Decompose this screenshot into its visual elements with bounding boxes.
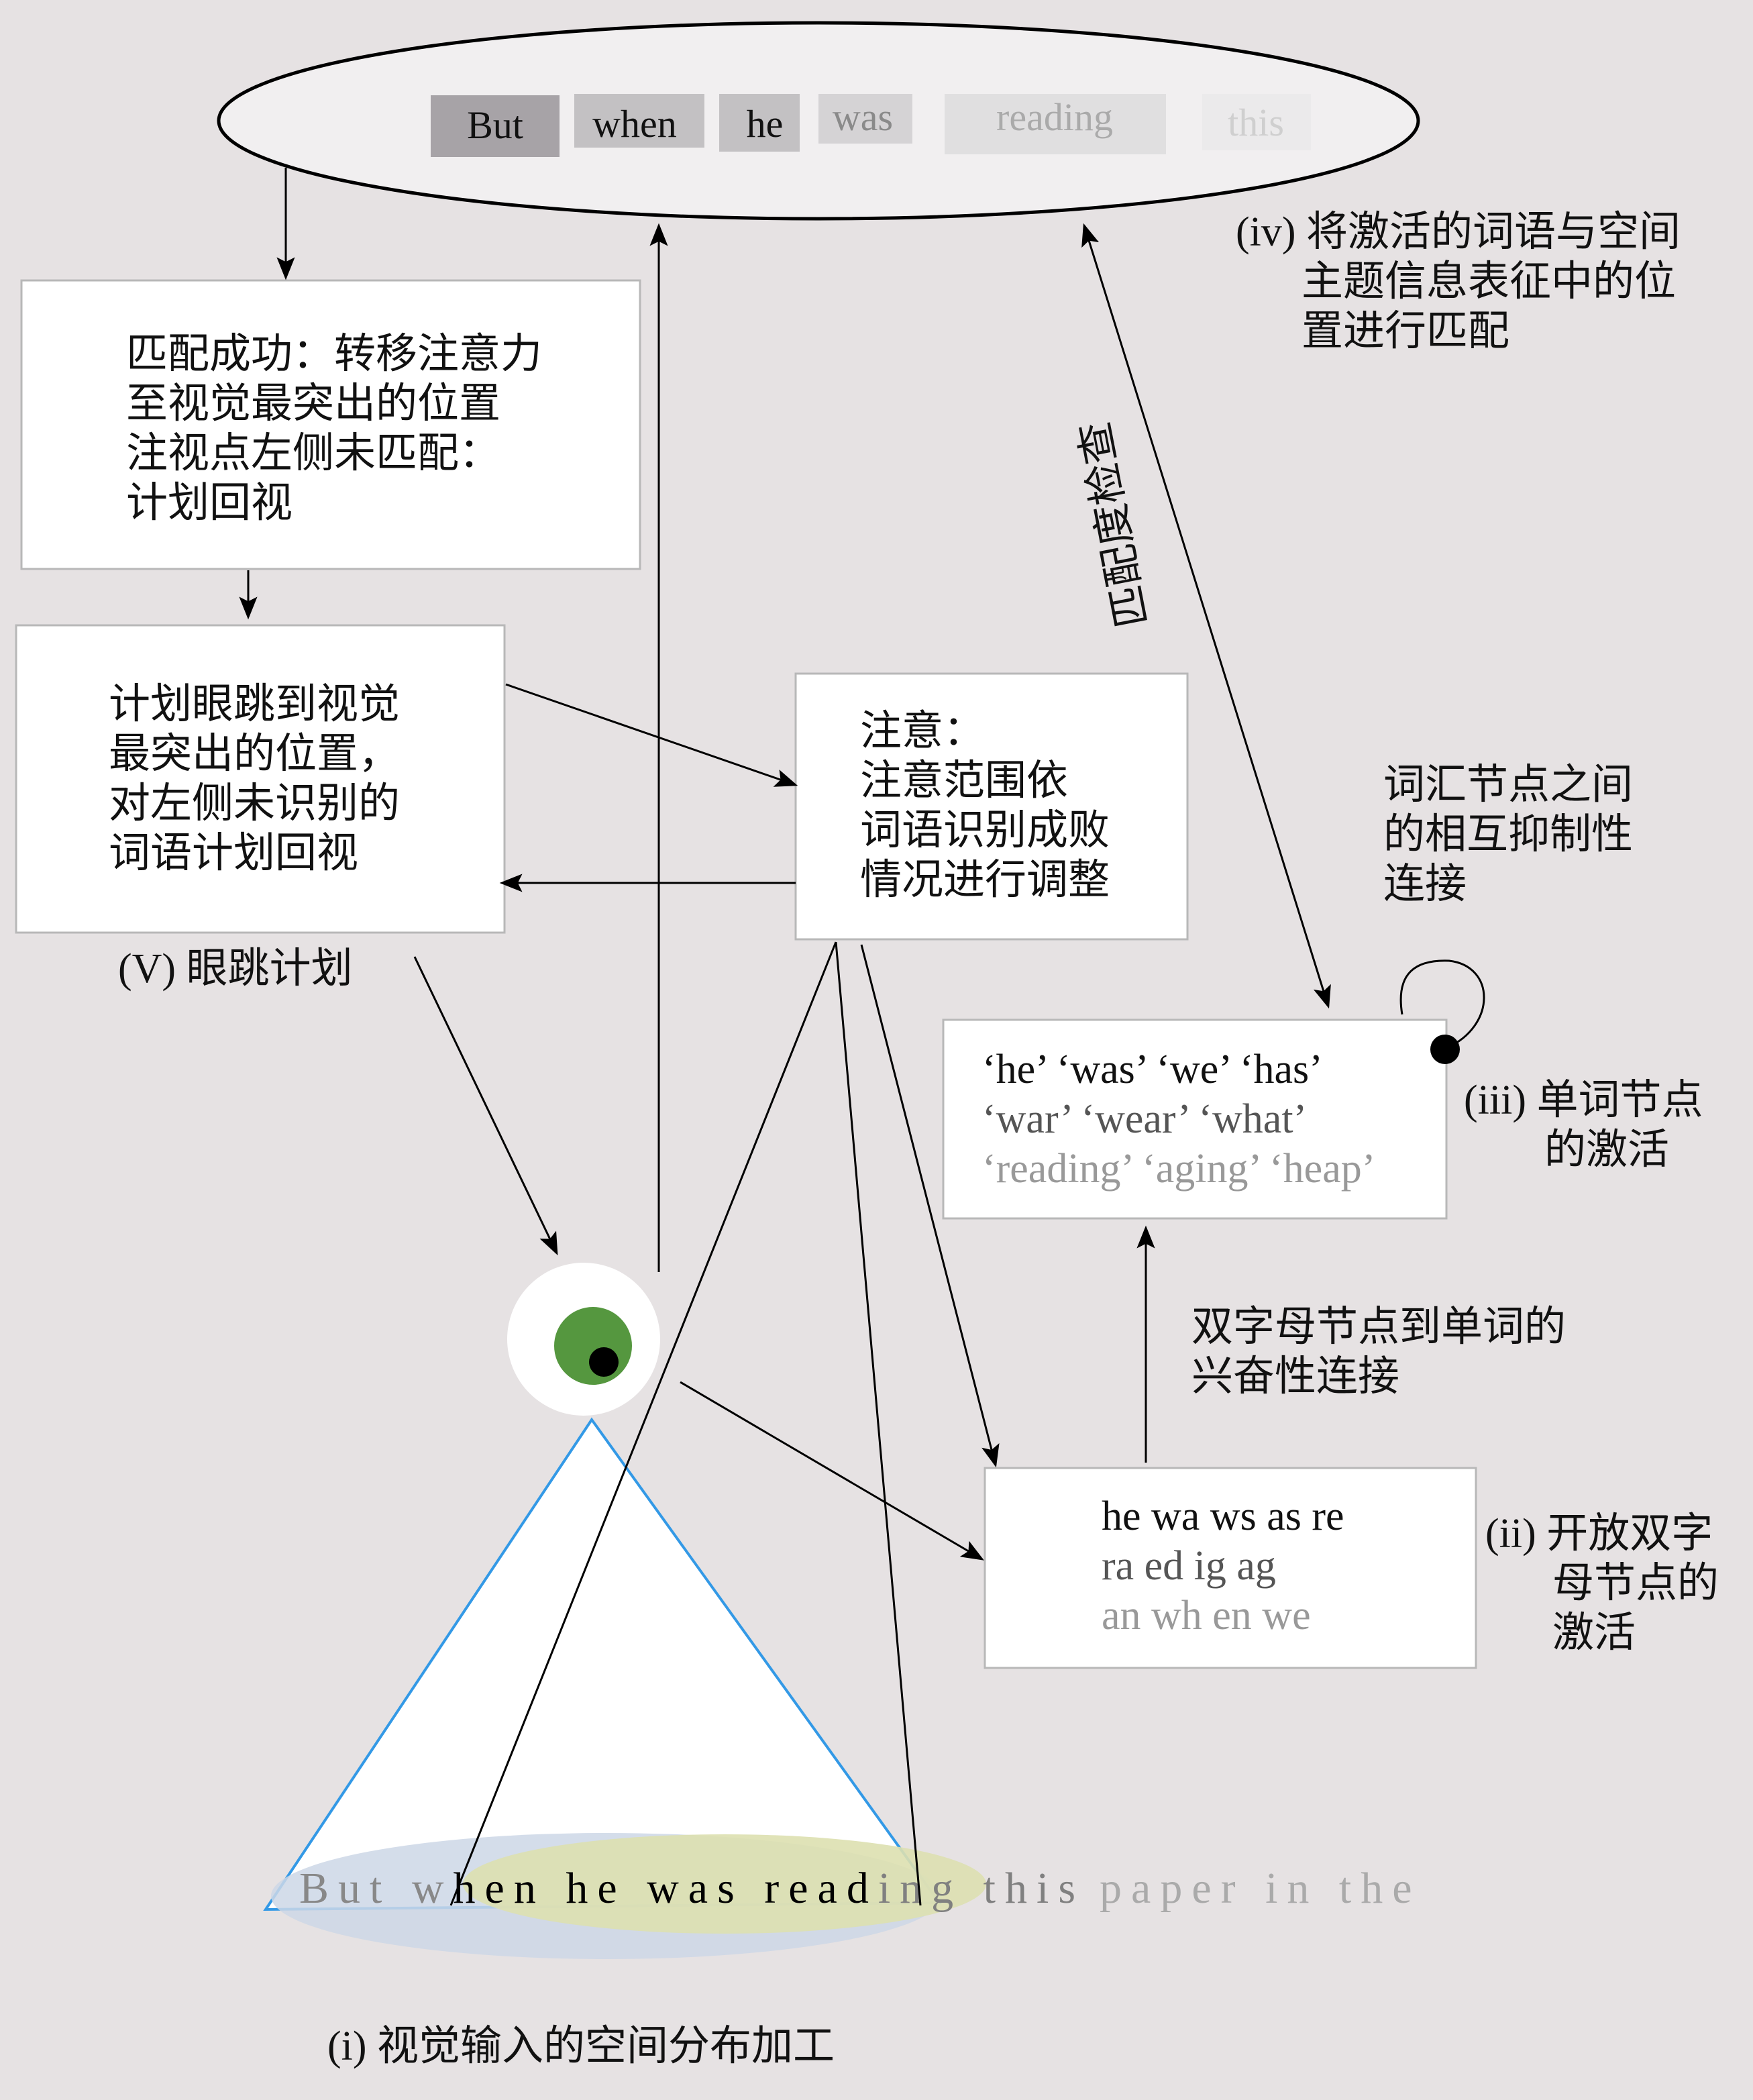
arrow-saccade-to-eye [413, 956, 558, 1256]
text-line: 词语识别成败 [860, 808, 1110, 853]
arrow-saccade-to-attention [505, 683, 798, 787]
text-line: 兴奋性连接 [1191, 1354, 1399, 1400]
sentence-focus: hen he was read [454, 1864, 878, 1913]
saccade-label: (V) 眼跳计划 [118, 946, 353, 992]
word-node-text: ‘he’ ‘was’ ‘we’ ‘has’ ‘war’ ‘wear’ ‘what… [982, 1047, 1375, 1192]
sentence-right: ing this [878, 1864, 1085, 1913]
visual-input-label: (i) 视觉输入的空间分布加工 [327, 2024, 835, 2069]
text-line: 匹配成功：转移注意力 [126, 331, 542, 377]
text-line: (iii) 单词节点 [1464, 1078, 1703, 1123]
text-line: 双字母节点到单词的 [1191, 1304, 1566, 1350]
text-line: 注意范围依 [860, 758, 1068, 804]
word-box-when [574, 94, 704, 148]
inhibition-label: 词汇节点之间 的相互抑制性 连接 [1383, 762, 1633, 907]
text-line: 的激活 [1544, 1127, 1669, 1173]
text-line: 计划眼跳到视觉 [109, 682, 400, 727]
inhibition-dot [1430, 1035, 1460, 1064]
text-line: (ii) 开放双字 [1485, 1511, 1713, 1557]
word-box-he [719, 94, 800, 152]
match-label: (iv) 将激活的词语与空间 主题信息表征中的位 置进行匹配 [1236, 209, 1681, 354]
text-line: 的相互抑制性 [1383, 812, 1633, 857]
text-line: 注意： [860, 708, 985, 754]
attention-span-left [449, 941, 837, 1906]
text-line: 母节点的 [1552, 1561, 1719, 1606]
text-line: 情况进行调整 [860, 857, 1110, 903]
text-line: 主题信息表征中的位 [1302, 259, 1676, 305]
word-he: he [747, 102, 784, 146]
input-sentence: But when he was reading this paper in the [299, 1864, 1422, 1913]
arrow-match-check [1081, 223, 1331, 1009]
bigram-text: he wa ws as re ra ed ig ag an wh en we [1102, 1493, 1344, 1638]
word-when: when [592, 102, 677, 146]
bigram-label: (ii) 开放双字 母节点的 激活 [1485, 1511, 1719, 1656]
attention-focus-ellipse [463, 1834, 986, 1934]
text-line: ‘he’ ‘was’ ‘we’ ‘has’ [982, 1047, 1323, 1092]
word-box-this [1202, 94, 1311, 150]
text-line: 计划回视 [126, 480, 293, 526]
text-line: 激活 [1552, 1610, 1636, 1656]
top-word-row: But when he was reading this [431, 94, 1311, 157]
text-line: an wh en we [1102, 1593, 1311, 1638]
match-success-box [20, 279, 641, 570]
text-line: 最突出的位置， [109, 731, 400, 777]
text-line: 连接 [1383, 861, 1467, 907]
word-box-reading [945, 94, 1166, 154]
attention-span-right [835, 941, 922, 1906]
word-node-box [942, 1018, 1448, 1220]
saccade-plan-box [15, 624, 506, 934]
match-success-text: 匹配成功：转移注意力 至视觉最突出的位置 注视点左侧未匹配： 计划回视 [126, 331, 542, 526]
word-was: was [833, 95, 893, 139]
word-reading: reading [996, 95, 1113, 139]
sentence-far: paper in the [1100, 1864, 1422, 1913]
bigram-box [984, 1467, 1477, 1669]
match-check-label: 匹配度检查 [1072, 418, 1157, 631]
inhibition-self-loop [1399, 959, 1485, 1049]
excitatory-label: 双字母节点到单词的 兴奋性连接 [1191, 1304, 1566, 1400]
text-line: ‘war’ ‘wear’ ‘what’ [982, 1096, 1307, 1142]
word-box-but [431, 95, 560, 157]
text-line: 注视点左侧未匹配： [126, 431, 500, 476]
text-line: 词语计划回视 [109, 831, 358, 876]
text-line: (iv) 将激活的词语与空间 [1236, 209, 1681, 255]
sentence-left: But w [299, 1864, 454, 1913]
attention-text: 注意： 注意范围依 词语识别成败 情况进行调整 [860, 708, 1110, 903]
word-node-label: (iii) 单词节点 的激活 [1464, 1078, 1703, 1173]
saccade-plan-text: 计划眼跳到视觉 最突出的位置， 对左侧未识别的 词语计划回视 [109, 682, 400, 876]
text-line: 至视觉最突出的位置 [126, 381, 500, 427]
word-but: But [467, 103, 523, 147]
word-this: this [1228, 101, 1284, 144]
text-line: he wa ws as re [1102, 1493, 1344, 1539]
text-line: 词汇节点之间 [1383, 762, 1633, 808]
word-box-was [818, 94, 912, 144]
eye-icon [507, 1263, 660, 1416]
text-line: ‘reading’ ‘aging’ ‘heap’ [982, 1146, 1375, 1192]
arrow-attention-to-bigram [860, 944, 1000, 1468]
text-line: ra ed ig ag [1102, 1543, 1276, 1589]
text-line: 置进行匹配 [1302, 309, 1509, 354]
arrow-eye-to-bigram [680, 1381, 984, 1561]
connections [239, 168, 1485, 1906]
text-line: 对左侧未识别的 [109, 781, 400, 827]
